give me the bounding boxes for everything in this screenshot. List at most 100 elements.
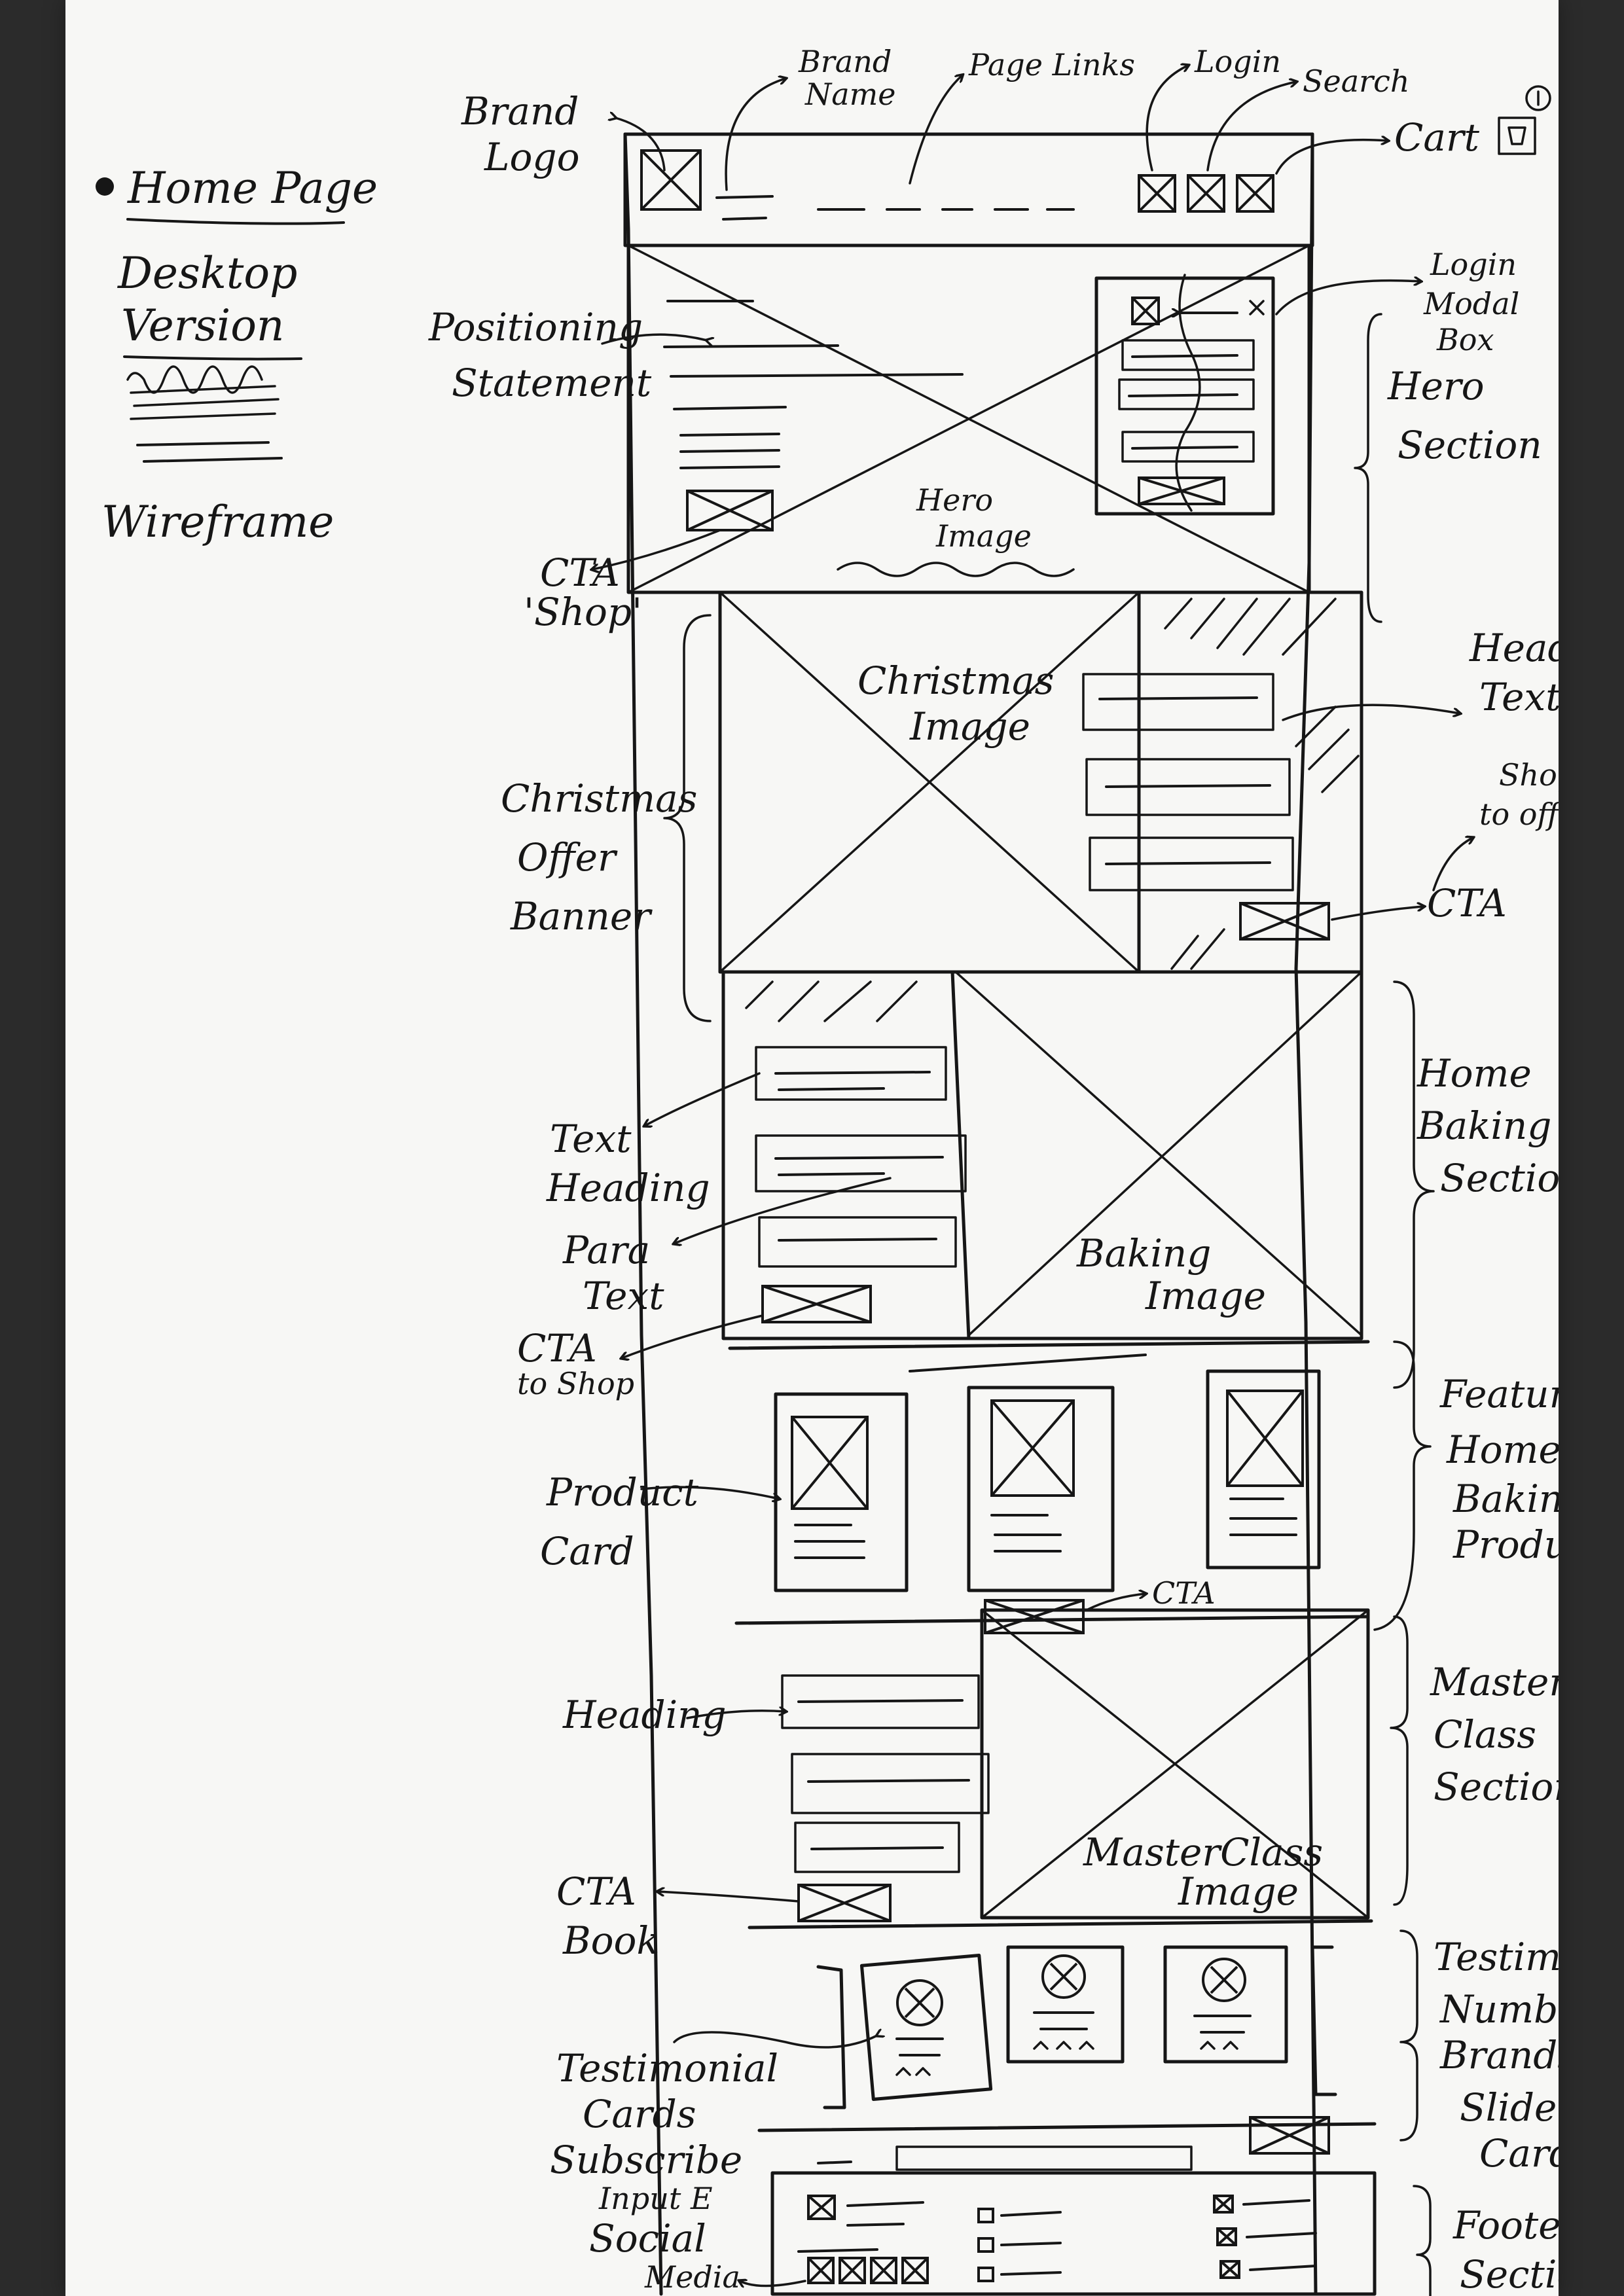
label-search: Search [1303,63,1410,99]
label-shop-offer-2: to offer [1479,797,1559,832]
product-card-2 [967,1386,1115,1592]
label-featured-section-4: Products [1453,1522,1559,1567]
label-mc-section-2: Class [1434,1712,1536,1757]
label-featured-cta: CTA [1152,1575,1216,1611]
home-baking-section [721,970,1363,1340]
label-featured-section-1: Featured [1439,1372,1559,1416]
label-mc-cta-1: CTA [556,1869,636,1914]
social-icons-row [807,2257,929,2284]
label-testi-section-2: Numbers, [1439,1987,1559,2032]
login-modal-box [1094,274,1275,516]
label-baking-section-3: Section [1440,1156,1559,1200]
label-heading-text-1: Heading [1469,626,1559,670]
title-block: Home Page Desktop Version Wireframe [96,163,378,547]
label-baking-image-1: Baking [1076,1231,1211,1276]
title-desktop: Desktop [117,248,297,298]
label-subscribe-1: Subscribe [550,2138,742,2182]
label-testimonial-cards-2: Cards [583,2092,696,2136]
label-social-1: Social [589,2216,706,2261]
label-testi-section-4: Slider [1460,2085,1559,2130]
label-hero-section-2: Section [1398,423,1542,467]
label-footer-section-2: Section [1460,2252,1559,2296]
search-icon-placeholder [1187,174,1225,213]
label-featured-section-2: Home [1446,1427,1559,1472]
label-mc-image-2: Image [1178,1869,1299,1914]
label-testi-section-5: Cards [1479,2131,1559,2176]
paper-sheet: Home Page Desktop Version Wireframe [65,0,1559,2296]
label-shop-offer-1: Shop [1499,757,1559,793]
label-mc-section-3: Section [1434,1765,1559,1809]
bullet-dot [96,177,114,196]
scribbled-word [126,365,280,420]
subscribe-bar [757,2116,1377,2171]
label-christmas-section-3: Banner [510,894,653,939]
cart-icon-placeholder [1236,174,1274,213]
label-hero-image-2: Image [935,518,1032,554]
brand-logo-placeholder [640,149,702,211]
wireframe-sketch: Home Page Desktop Version Wireframe [96,44,1559,2296]
label-subscribe-2: Input E [598,2181,713,2216]
hero-section [626,243,1311,594]
label-christmas-cta: CTA [1427,881,1507,925]
label-mc-section-1: Master [1430,1660,1559,1704]
label-login-modal-1: Login [1430,247,1517,282]
label-testi-section-3: Brands [1439,2033,1559,2077]
testimonial-card-1 [859,1954,993,2101]
testimonial-section [748,1919,1373,2109]
featured-products-section [728,1340,1370,1634]
title-home-page: Home Page [127,163,378,213]
label-para-text-1: Para [562,1228,650,1272]
label-christmas-image-2: Image [909,704,1030,749]
label-mc-cta-2: Book [562,1918,660,1963]
label-login-modal-2: Modal [1423,286,1519,321]
label-footer-section-1: Footer [1453,2203,1559,2248]
label-baking-section-2: Baking [1416,1103,1551,1148]
label-product-card-2: Card [540,1529,634,1573]
footer-section [770,2171,1377,2296]
label-login: Login [1194,44,1281,79]
label-testi-section-1: Testimonial, [1434,1935,1559,1979]
label-hero-cta-1: CTA [540,550,620,595]
label-positioning-1: Positioning [428,305,643,350]
christmas-cta-placeholder [1239,902,1330,941]
label-hero-cta-2: 'Shop' [524,590,642,634]
label-cart: Cart [1394,115,1480,160]
label-baking-cta-1: CTA [517,1326,597,1371]
label-login-modal-3: Box [1436,322,1494,357]
baking-cta-placeholder [761,1285,872,1323]
label-positioning-2: Statement [452,361,652,405]
label-brand-name-2: Name [804,77,896,112]
label-christmas-section-1: Christmas [501,776,697,821]
label-hero-image-1: Hero [916,482,993,518]
product-card-3 [1206,1369,1321,1570]
label-featured-section-3: Baking [1453,1477,1559,1521]
label-para-text-2: Text [583,1274,664,1318]
testimonial-card-3 [1163,1945,1288,2064]
label-page-links: Page Links [968,47,1135,82]
login-icon-placeholder [1138,174,1176,213]
label-baking-image-2: Image [1145,1274,1266,1318]
label-social-2: Media [644,2259,740,2295]
label-product-card-1: Product [546,1470,699,1515]
label-text-heading-1: Text [550,1117,632,1161]
christmas-banner [718,590,1363,974]
hero-cta-placeholder [686,490,774,531]
page-frame [623,132,1318,2296]
masterclass-cta-placeholder [797,1884,892,1922]
product-card-1 [774,1392,909,1592]
label-baking-cta-2: to Shop [517,1366,634,1401]
label-baking-section-1: Home [1416,1051,1532,1096]
label-mc-heading: Heading [562,1693,727,1737]
label-brand-name-1: Brand [798,44,892,79]
label-heading-text-2: Text [1479,675,1559,719]
label-testimonial-cards-1: Testimonial [556,2046,778,2090]
label-brand-logo-1: Brand [461,89,579,134]
featured-cta-placeholder [984,1599,1085,1634]
label-brand-logo-2: Logo [484,135,579,179]
title-wireframe: Wireframe [101,497,334,547]
label-christmas-section-2: Offer [517,835,618,880]
label-text-heading-2: Heading [546,1166,710,1210]
title-version: Version [121,300,284,351]
subscribe-button-placeholder [1249,2116,1330,2155]
label-christmas-image-1: Christmas [857,658,1054,703]
